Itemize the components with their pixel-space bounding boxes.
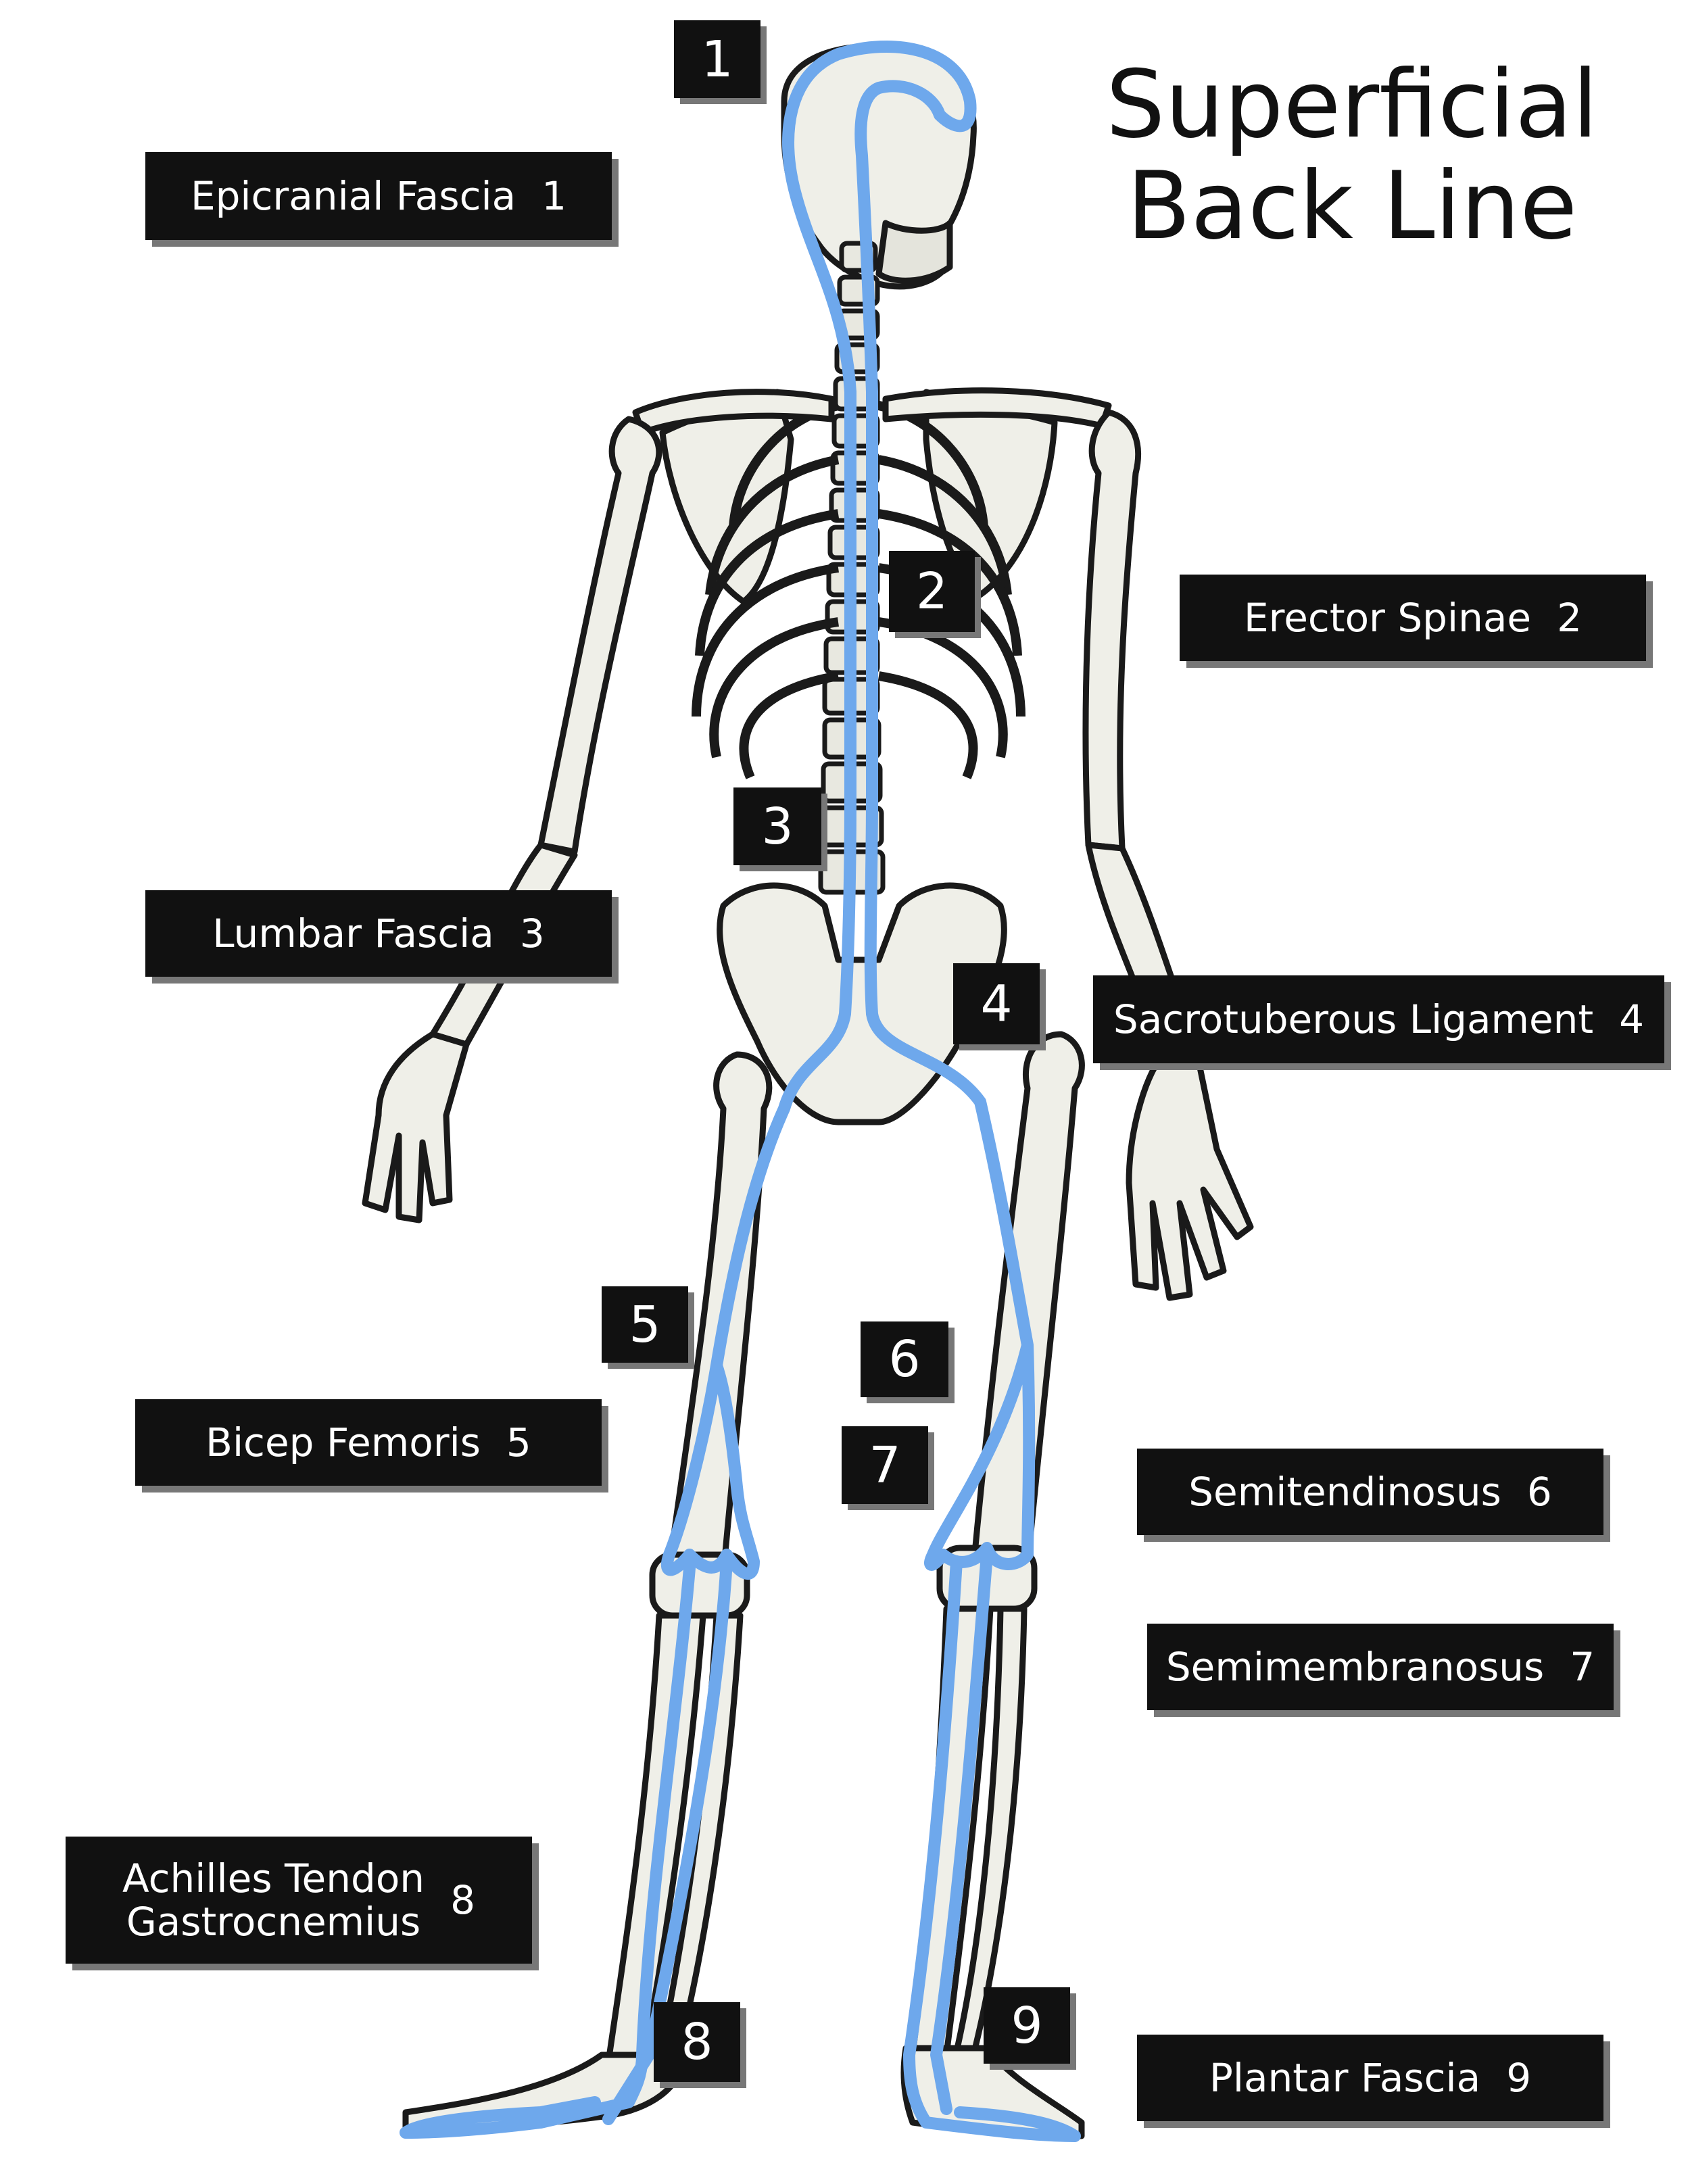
label-semitendinosus: Semitendinosus 6 [1137,1449,1603,1535]
line-left-back-leg [660,386,856,1580]
marker-4: 4 [953,963,1040,1044]
left-hand [362,1031,470,1223]
label-text-line-2: Gastrocnemius [126,1899,421,1945]
marker-2: 2 [889,551,975,632]
line-left-inner-calf [602,1555,733,2125]
jaw [875,220,953,284]
marker-6: 6 [861,1321,948,1397]
label-text: Plantar Fascia [1209,2055,1481,2101]
skeleton [362,43,1254,2139]
label-plantar-fascia: Plantar Fascia 9 [1137,2035,1603,2121]
marker-9: 9 [984,1987,1070,2064]
label-sacrotuberous-ligament: Sacrotuberous Ligament 4 [1093,975,1664,1063]
label-number: 8 [450,1877,475,1923]
label-text-line-1: Achilles Tendon [122,1855,425,1901]
title-line-1: Superficial [1105,50,1599,159]
label-text: Semimembranosus [1165,1644,1545,1690]
label-number: 9 [1506,2055,1532,2101]
label-number: 3 [519,911,545,956]
diagram-title: Superficial Back Line [1082,54,1622,257]
label-epicranial-fascia: Epicranial Fascia 1 [145,152,612,240]
label-erector-spinae: Erector Spinae 2 [1180,575,1646,661]
marker-1: 1 [674,20,760,98]
label-number: 7 [1570,1644,1595,1690]
label-semimembranosus: Semimembranosus 7 [1147,1624,1614,1710]
label-text: Lumbar Fascia [212,911,494,956]
label-bicep-femoris: Bicep Femoris 5 [135,1399,602,1486]
ribcage [692,401,1025,779]
right-hand [1126,1048,1254,1301]
label-number: 2 [1557,595,1582,641]
label-number: 4 [1619,996,1645,1042]
line-over-skull [782,40,977,398]
line-right-inner-calf [930,1549,993,2115]
marker-7: 7 [842,1426,928,1504]
left-humerus [537,416,662,855]
label-text: Erector Spinae [1244,595,1532,641]
label-achilles-tendon-gastrocnemius: Achilles Tendon Gastrocnemius 8 [66,1837,532,1964]
title-line-2: Back Line [1126,151,1578,260]
label-text: Semitendinosus [1188,1469,1501,1515]
line-right-back-leg [864,386,1036,1571]
line-right-calf [903,1555,1081,2142]
label-text: Bicep Femoris [206,1419,481,1465]
label-text: Sacrotuberous Ligament [1113,996,1594,1042]
label-number: 6 [1526,1469,1552,1515]
label-text: Epicranial Fascia [190,173,516,219]
label-text: Achilles Tendon Gastrocnemius [122,1857,425,1943]
line-left-calf [400,1562,696,2139]
label-number: 1 [541,173,567,219]
superficial-back-line [400,40,1081,2142]
label-number: 5 [506,1419,531,1465]
marker-8: 8 [654,2002,740,2082]
right-humerus [1082,409,1142,852]
marker-3: 3 [733,787,821,865]
marker-5: 5 [602,1286,688,1363]
label-lumbar-fascia: Lumbar Fascia 3 [145,890,612,977]
